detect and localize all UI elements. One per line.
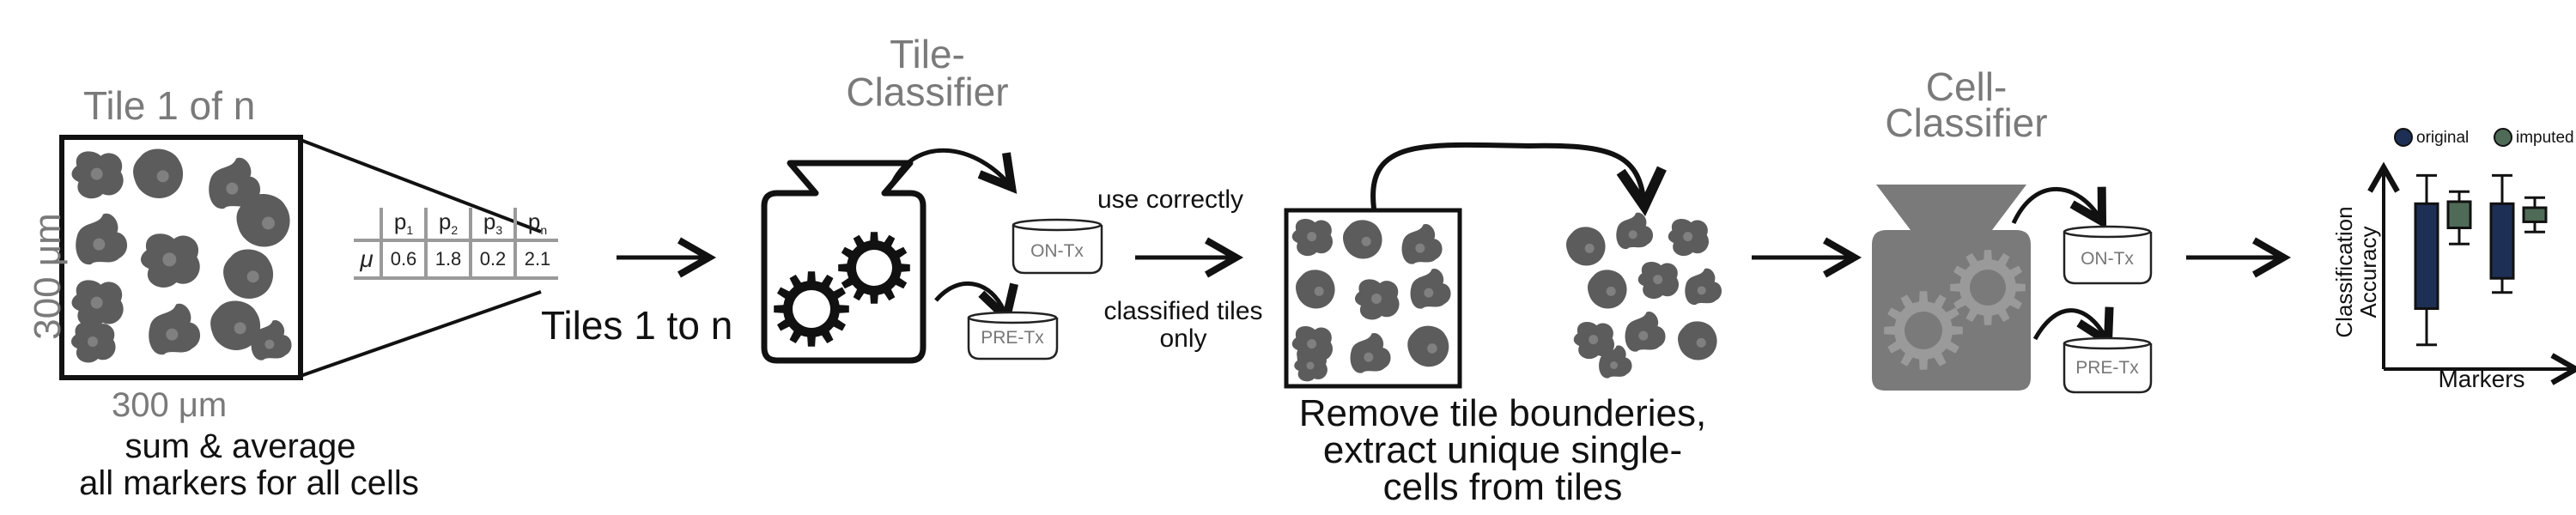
table-header: p3 [471, 208, 517, 242]
on-tx-box-2 [2063, 232, 2153, 285]
legend-original-swatch [2394, 128, 2413, 147]
gear-icon-hub [1905, 312, 1942, 349]
tile-bottom-label: 300 μm [112, 386, 228, 424]
y-axis-label-1: Classification [2331, 206, 2357, 338]
table-cell: 0.6 [381, 240, 428, 280]
arrow-to-on-tx-2 [2011, 189, 2102, 223]
marker-table: p1 p2 p3 pn μ 0.6 1.8 0.2 2.1 [354, 208, 558, 280]
tile-classifier-gears [774, 232, 910, 347]
legend-original-label: original [2416, 129, 2470, 147]
arrow-to-pre-tx [934, 281, 1006, 318]
extracted-cells [1566, 212, 1722, 379]
x-axis-label: Markers [2438, 366, 2525, 392]
tile-title: Tile 1 of n [83, 83, 256, 128]
tiles-label: Tiles 1 to n [541, 303, 733, 348]
table-cell: 2.1 [515, 240, 558, 280]
accuracy-boxplot [2367, 128, 2576, 385]
cell-classifier-title-1: Cell- [1925, 64, 2008, 109]
table-header: p2 [426, 208, 472, 242]
tile-classifier-shape [761, 148, 1103, 364]
arrow-extract [1370, 142, 1644, 209]
tile-cells [71, 148, 292, 363]
box-original [2489, 202, 2515, 280]
pre-tx-box [967, 318, 1059, 360]
table-cell: 1.8 [426, 240, 472, 280]
table-row-label: μ [354, 240, 383, 280]
on-tx-label-2: ON-Tx [2081, 249, 2134, 269]
table-header: pn [515, 208, 558, 242]
tile-classifier-title-1: Tile- [890, 32, 965, 76]
gear-icon-hub [856, 250, 892, 286]
tile-caption-2: all markers for all cells [79, 464, 419, 502]
zoom-line-bottom [300, 290, 542, 378]
arrow-to-pre-tx-2 [2032, 311, 2108, 342]
classified-label-2: only [1159, 324, 1207, 353]
legend-imputed-label: imputed [2516, 129, 2574, 147]
arrow-to-on-tx [890, 148, 1012, 187]
tile-square [59, 135, 303, 380]
step3-tile [1284, 208, 1462, 389]
step3-caption-3: cells from tiles [1382, 466, 1623, 508]
cell-classifier-shape [1872, 185, 2153, 394]
box-imputed [2522, 206, 2548, 223]
pre-tx-box-2 [2063, 343, 2153, 394]
legend-imputed-swatch [2494, 128, 2512, 147]
box-original [2414, 202, 2439, 310]
tile-classifier-title-2: Classifier [846, 70, 1009, 114]
use-correctly-label: use correctly [1097, 185, 1244, 214]
cell-classifier-title-2: Classifier [1885, 100, 2048, 145]
tile-side-label: 300 μm [27, 213, 69, 340]
cell-classifier-gears [1884, 250, 2026, 370]
table-header: p1 [381, 208, 428, 242]
gear-icon-hub [1970, 270, 2006, 306]
step3-caption-2: extract unique single- [1322, 429, 1683, 471]
on-tx-label: ON-Tx [1030, 241, 1084, 261]
y-axis-label-2: Accuracy [2355, 226, 2381, 318]
step3-caption-1: Remove tile bounderies, [1298, 392, 1707, 434]
tile-caption-1: sum & average [125, 427, 356, 465]
gear-icon-hub [793, 290, 830, 328]
table-cell: 0.2 [471, 240, 517, 280]
pre-tx-label: PRE-Tx [981, 328, 1044, 348]
pre-tx-label-2: PRE-Tx [2075, 358, 2139, 378]
on-tx-box [1012, 225, 1103, 275]
box-imputed [2446, 200, 2472, 229]
classified-label-1: classified tiles [1103, 297, 1263, 325]
